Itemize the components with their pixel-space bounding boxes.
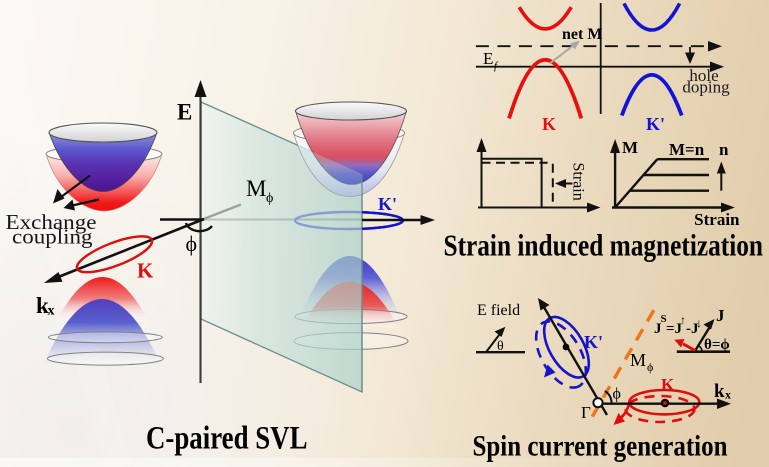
svg-text:K': K' — [378, 194, 397, 214]
svg-text:k: k — [36, 293, 49, 318]
svg-text:=J: =J — [666, 321, 683, 337]
svg-text:x: x — [725, 388, 731, 402]
svg-text:S: S — [661, 313, 667, 325]
svg-text:x: x — [48, 304, 55, 319]
svg-text:K: K — [542, 114, 556, 134]
svg-text:ϕ: ϕ — [266, 191, 273, 206]
svg-text:ϕ: ϕ — [613, 386, 621, 403]
svg-text:ϕ: ϕ — [186, 231, 198, 256]
svg-text:K': K' — [646, 114, 665, 134]
svg-text:Spin current generation: Spin current generation — [473, 430, 728, 463]
svg-text:M=n: M=n — [669, 140, 705, 159]
svg-text:M: M — [630, 350, 646, 370]
svg-text:M: M — [622, 138, 638, 157]
svg-text:Strain induced magnetization: Strain induced magnetization — [444, 228, 764, 263]
svg-text:-J: -J — [686, 321, 699, 337]
svg-text:J: J — [716, 306, 725, 325]
svg-text:↑: ↑ — [680, 313, 686, 327]
svg-text:coupling: coupling — [12, 225, 93, 249]
svg-text:hole: hole — [689, 66, 718, 85]
svg-text:Strain: Strain — [694, 210, 740, 229]
svg-text:k: k — [714, 381, 725, 402]
svg-text:K: K — [661, 375, 675, 394]
svg-text:Exchange: Exchange — [6, 210, 97, 234]
svg-text:ϕ: ϕ — [647, 360, 653, 374]
svg-text:Strain: Strain — [570, 163, 587, 201]
svg-text:θ=ϕ: θ=ϕ — [704, 337, 730, 353]
svg-text:doping: doping — [682, 78, 730, 97]
svg-text:C-paired SVL: C-paired SVL — [146, 421, 308, 457]
svg-text:M: M — [246, 176, 266, 201]
svg-text:E: E — [483, 49, 493, 68]
svg-text:net M: net M — [562, 26, 602, 43]
svg-text:n: n — [719, 140, 729, 159]
svg-text:f: f — [494, 60, 499, 72]
svg-text:↓: ↓ — [696, 316, 702, 330]
svg-text:K: K — [137, 259, 154, 283]
svg-text:θ: θ — [497, 339, 504, 354]
svg-text:K': K' — [584, 332, 603, 352]
svg-text:E: E — [177, 100, 192, 125]
svg-text:E field: E field — [477, 302, 520, 319]
svg-text:J: J — [654, 321, 662, 337]
svg-text:Γ: Γ — [581, 403, 591, 422]
